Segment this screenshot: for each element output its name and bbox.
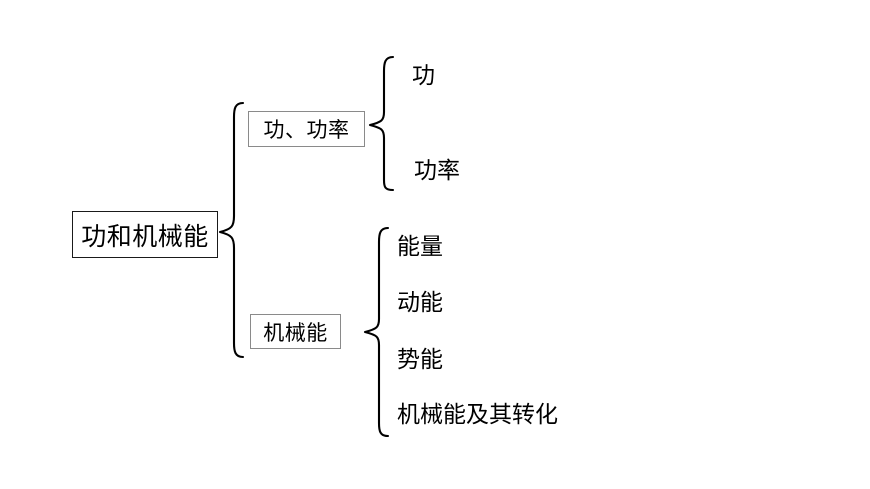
branch-node-label: 功、功率	[263, 118, 350, 142]
branch-node-label: 机械能	[263, 320, 328, 345]
branch-node-box-gong-gonglv[interactable]: 功、功率	[248, 111, 365, 147]
leaf-label-nengliang: 能量	[397, 234, 443, 260]
root-brace	[218, 101, 245, 359]
root-node-box[interactable]: 功和机械能	[72, 211, 218, 258]
leaf-label-shineng: 势能	[397, 347, 443, 373]
leaf-label-gonglv: 功率	[414, 158, 460, 184]
leaf-label-gong: 功	[412, 63, 435, 89]
branch-node-box-jixieneng[interactable]: 机械能	[250, 314, 341, 349]
branch1-brace	[368, 55, 395, 192]
leaf-label-dongneng: 动能	[397, 290, 443, 316]
root-node-label: 功和机械能	[81, 221, 209, 251]
leaf-label-jixieneng-jiqi-zhuanhua: 机械能及其转化	[397, 402, 558, 428]
branch2-brace	[363, 226, 390, 438]
